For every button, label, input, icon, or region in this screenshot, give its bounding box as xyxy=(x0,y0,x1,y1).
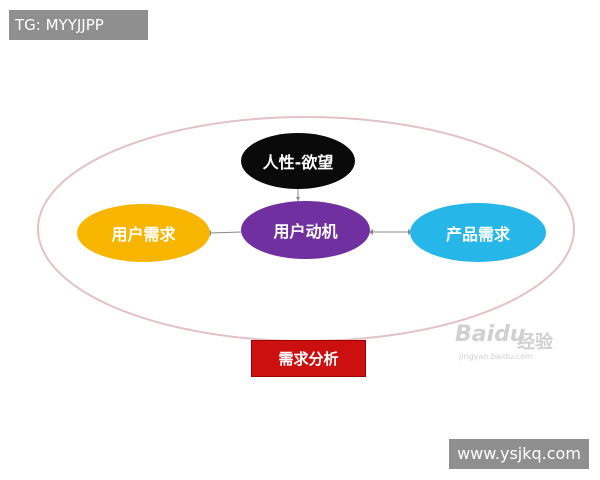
watermark-brand: Baidu xyxy=(455,322,526,347)
connector-left-center xyxy=(209,231,242,234)
node-user-motivation: 用户动机 xyxy=(241,201,370,259)
node-product-needs: 产品需求 xyxy=(410,203,546,262)
arrow-right-center-icon xyxy=(369,229,373,235)
arrow-top-center-icon xyxy=(296,197,300,201)
node-human-desire: 人性-欲望 xyxy=(241,133,355,189)
watermark-url: jingyan.baidu.com xyxy=(459,352,533,361)
node-user-needs: 用户需求 xyxy=(77,204,210,262)
site-url-badge: www.ysjkq.com xyxy=(449,439,589,469)
tg-badge: TG: MYYJJPP xyxy=(9,10,148,40)
watermark-brand-cn: 经验 xyxy=(517,332,553,353)
baidu-watermark: Baidu 经验 jingyan.baidu.com xyxy=(455,318,575,368)
requirements-analysis-label: 需求分析 xyxy=(251,340,366,377)
